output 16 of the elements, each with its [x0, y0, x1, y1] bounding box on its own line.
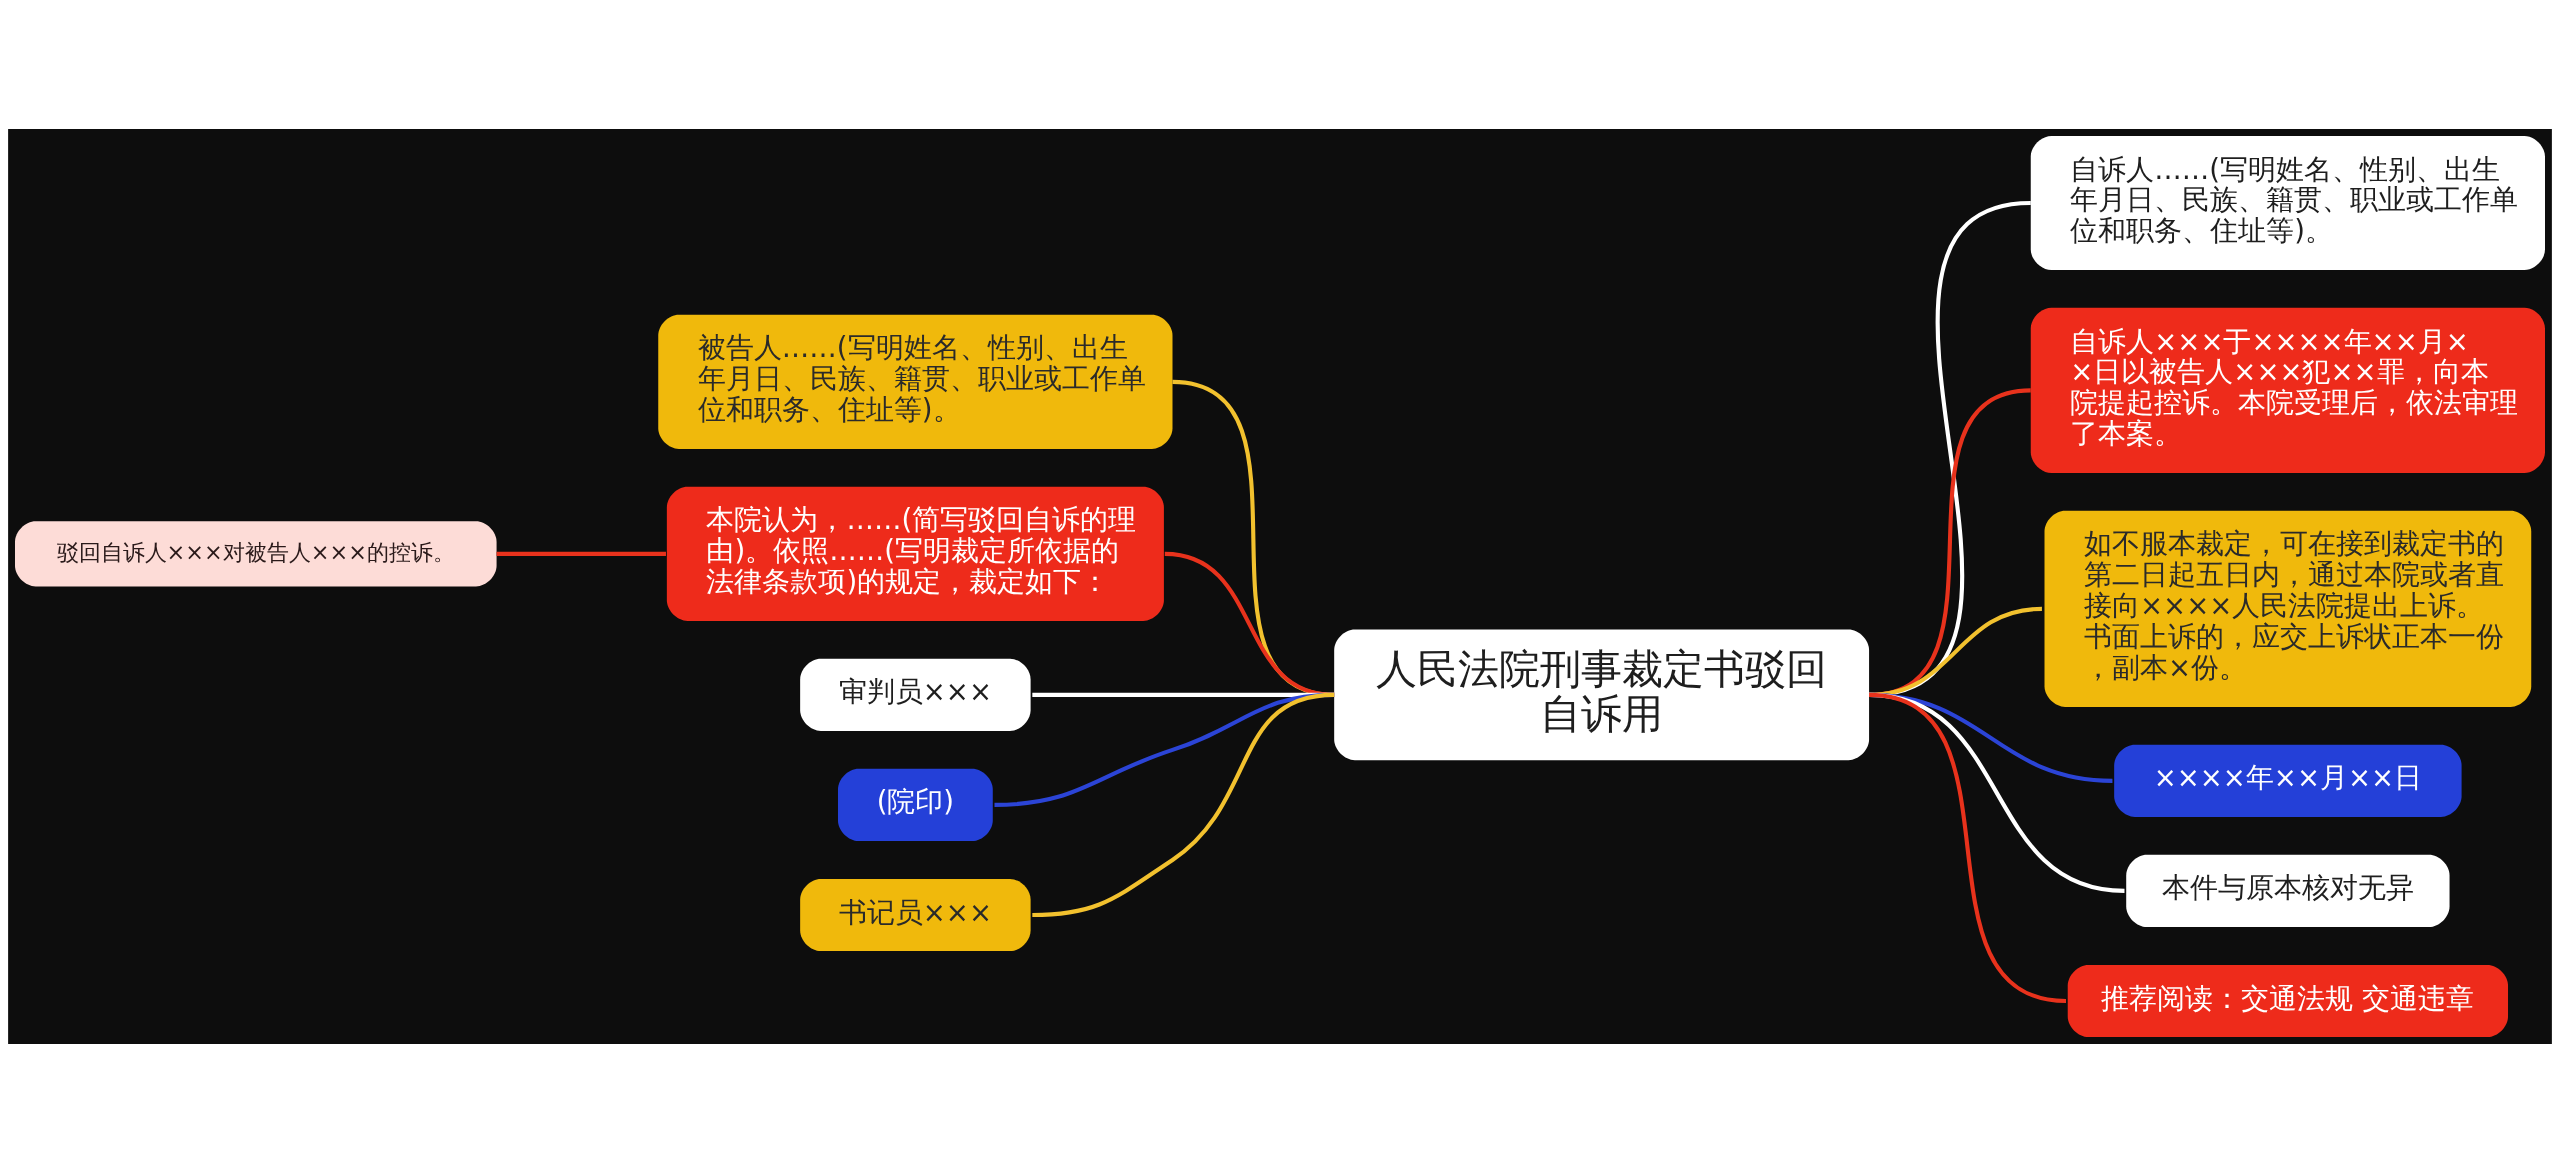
- connector: [1032, 692, 1335, 917]
- node-box: 本院认为，……(简写驳回自诉的理由)。依照……(写明裁定所依据的法律条款项)的规定，裁定如下：: [666, 486, 1164, 621]
- connector: [496, 551, 666, 556]
- node-box: 书记员×××: [800, 878, 1031, 951]
- node-box: 驳回自诉人×××对被告人×××的控诉。: [15, 520, 497, 586]
- connector: [1868, 692, 2067, 1003]
- node-box: 被告人……(写明姓名、性别、出生年月日、民族、籍贯、职业或工作单位和职务、住址等)。: [658, 314, 1173, 449]
- node-box: 如不服本裁定，可在接到裁定书的第二日起五日内，通过本院或者直接向××××人民法院提出上诉。书面上诉的，应交上诉状正本一份，副本×份。: [2044, 510, 2532, 707]
- node-box: 自诉人×××于××××年××月××日以被告人×××犯××罪，向本院提起控诉。本院受理后，依法审理了本案。: [2030, 307, 2545, 473]
- node-box: 自诉人……(写明姓名、性别、出生年月日、民族、籍贯、职业或工作单位和职务、住址等)。: [2030, 135, 2545, 270]
- node-box: 人民法院刑事裁定书驳回自诉用: [1334, 629, 1870, 760]
- node-box: 推荐阅读：交通法规 交通违章: [2067, 964, 2509, 1037]
- node-box: 审判员×××: [800, 658, 1031, 731]
- node-box: 本件与原本核对无异: [2126, 854, 2450, 927]
- node-box: (院印): [838, 768, 993, 841]
- node-box: ××××年××月××日: [2114, 744, 2462, 817]
